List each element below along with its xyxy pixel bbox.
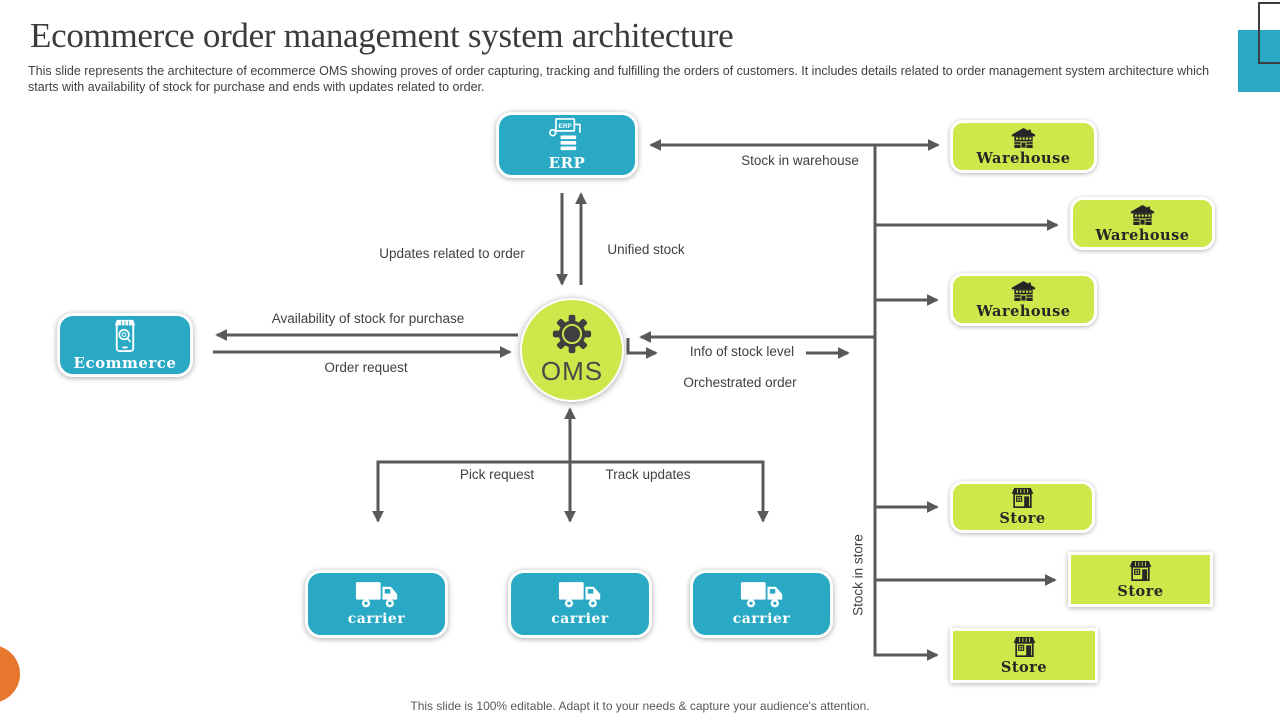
mobile-store-icon (114, 319, 136, 352)
slide-description: This slide represents the architecture o… (28, 64, 1210, 95)
page-title: Ecommerce order management system archit… (30, 16, 734, 55)
svg-text:ERP: ERP (559, 123, 573, 130)
node-warehouse-3: Warehouse (950, 273, 1097, 326)
warehouse-icon (1011, 127, 1036, 148)
node-carrier-2: carrier (508, 570, 652, 638)
warehouse-label: Warehouse (976, 302, 1071, 320)
node-ecommerce: Ecommerce (57, 313, 193, 377)
storefront-icon (1129, 560, 1152, 581)
storefront-icon (1011, 488, 1034, 508)
connector-trunk-store3 (873, 145, 939, 661)
edge-label-info-of-stock-level: Info of stock level (689, 344, 795, 359)
edge-label-availability-of-stock: Availability of stock for purchase (271, 311, 465, 326)
node-store-3: Store (950, 628, 1098, 683)
truck-icon (558, 582, 601, 608)
footer-note: This slide is 100% editable. Adapt it to… (410, 699, 870, 713)
node-carrier-3: carrier (690, 570, 833, 638)
warehouse-icon (1011, 280, 1036, 301)
connector-carrier-branches (372, 460, 769, 523)
node-warehouse-1: Warehouse (950, 120, 1097, 173)
carrier-label: carrier (732, 611, 791, 627)
connector-oms-elbow (626, 338, 658, 359)
node-store-1: Store (950, 481, 1095, 533)
node-oms: OMS (520, 298, 624, 402)
edge-label-orchestrated-order: Orchestrated order (683, 375, 797, 390)
edge-label-updates-related-to-order: Updates related to order (379, 246, 525, 261)
store-label: Store (999, 510, 1046, 527)
node-store-2: Store (1068, 552, 1213, 607)
node-carrier-1: carrier (305, 570, 448, 638)
edge-label-stock-in-warehouse: Stock in warehouse (741, 153, 859, 168)
edge-label-track-updates: Track updates (605, 467, 691, 482)
corner-outline-square (1258, 2, 1280, 64)
erp-label: ERP (548, 154, 586, 172)
storefront-icon (1013, 636, 1035, 657)
warehouse-label: Warehouse (1095, 226, 1190, 244)
edge-label-order-request: Order request (324, 360, 408, 375)
edge-label-stock-in-store: Stock in store (850, 534, 866, 616)
store-label: Store (1117, 582, 1164, 600)
warehouse-label: Warehouse (976, 149, 1071, 167)
truck-icon (740, 582, 782, 608)
gear-icon (552, 314, 592, 354)
edge-label-pick-request: Pick request (459, 467, 535, 482)
store-label: Store (1000, 658, 1048, 676)
carrier-label: carrier (551, 611, 609, 627)
oms-label: OMS (540, 356, 604, 386)
node-warehouse-2: Warehouse (1070, 197, 1215, 250)
carrier-label: carrier (347, 611, 406, 627)
truck-icon (355, 582, 397, 608)
edge-label-unified-stock: Unified stock (607, 242, 685, 257)
ecommerce-label: Ecommerce (73, 353, 177, 372)
node-erp: ERP ERP (496, 112, 638, 178)
corner-orange-circle (0, 645, 20, 703)
erp-system-icon: ERP (548, 118, 581, 151)
warehouse-icon (1130, 204, 1155, 225)
